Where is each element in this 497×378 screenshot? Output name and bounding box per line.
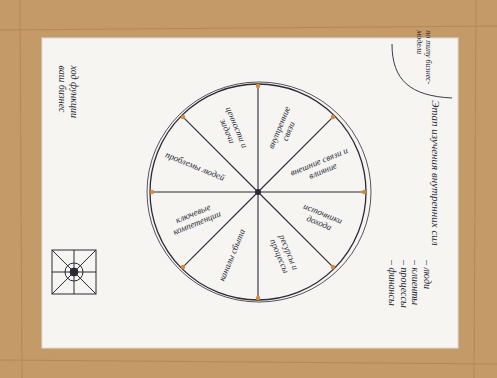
orange-mark <box>331 265 335 269</box>
wheel-outline <box>150 84 366 300</box>
small-sketch <box>52 250 96 294</box>
title-text: Этап изучения внутренних сил <box>430 101 443 261</box>
orange-mark <box>181 115 185 119</box>
callout-note-text: по типу бизнес-модели <box>415 30 433 86</box>
side-note-text: ваш бизнес <box>57 65 69 175</box>
wheel-hub <box>255 189 261 195</box>
sector-divider <box>257 84 258 192</box>
note-list-text: – люди <box>422 260 434 332</box>
callout-note: по типу бизнес-модели <box>415 30 433 86</box>
orange-mark <box>256 296 260 300</box>
sector-divider <box>258 191 366 192</box>
orange-mark <box>256 84 260 88</box>
orange-mark <box>181 265 185 269</box>
sector-divider <box>257 192 258 300</box>
orange-mark <box>150 190 154 194</box>
note-list-text: – клиенты <box>410 260 422 332</box>
note-list-text: – финансы <box>387 260 399 332</box>
wheel <box>147 82 371 302</box>
note-list-text: – процессы <box>399 260 411 332</box>
side-note: ход функцииваш бизнес <box>57 65 80 175</box>
orange-mark <box>362 190 366 194</box>
wheel-outline-second <box>147 82 371 302</box>
note-list: – люди– клиенты– процессы– финансы <box>387 260 433 332</box>
paper-sheet <box>42 38 458 348</box>
title: Этап изучения внутренних сил <box>430 101 443 261</box>
orange-mark <box>331 115 335 119</box>
side-note-text: ход функции <box>68 65 80 175</box>
sector-divider <box>150 191 258 192</box>
